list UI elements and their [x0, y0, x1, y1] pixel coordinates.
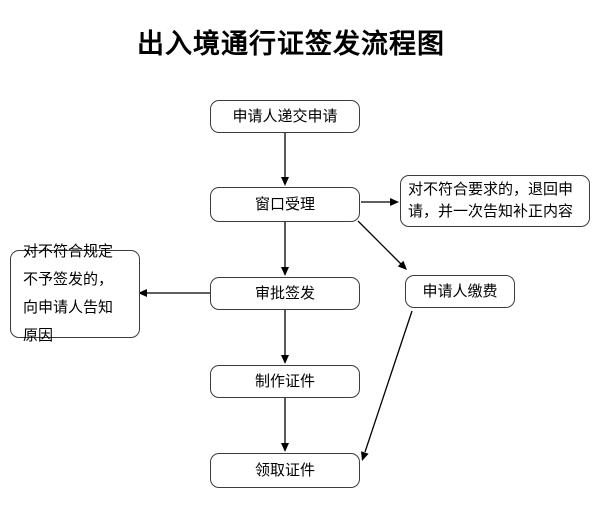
node-window-acceptance: 窗口受理: [210, 187, 360, 222]
arrowhead-pay-to-collect: [361, 451, 369, 461]
arrowhead-window-to-return: [390, 198, 399, 206]
arrowhead-submit-to-window: [281, 177, 289, 186]
node-pay-fee: 申请人缴费: [405, 275, 515, 308]
arrow-window-to-pay: [357, 220, 402, 265]
arrow-pay-to-collect: [364, 310, 413, 453]
arrowhead-approve-to-refuse: [138, 289, 147, 297]
node-produce-document: 制作证件: [210, 365, 360, 398]
flowchart-title: 出入境通行证签发流程图: [137, 29, 445, 59]
arrowhead-window-to-pay: [397, 260, 407, 270]
arrowhead-produce-to-collect: [281, 443, 289, 452]
node-return-notice: 对不符合要求的，退回申请，并一次告知补正内容: [400, 175, 590, 227]
node-submit-application: 申请人递交申请: [210, 100, 360, 133]
arrowhead-window-to-approve: [281, 267, 289, 276]
arrowhead-approve-to-produce: [281, 355, 289, 364]
node-refusal-notice: 对不符合规定不予签发的，向申请人告知原因: [10, 243, 140, 344]
node-approval-issuance: 审批签发: [210, 277, 360, 310]
node-collect-document: 领取证件: [210, 453, 360, 488]
